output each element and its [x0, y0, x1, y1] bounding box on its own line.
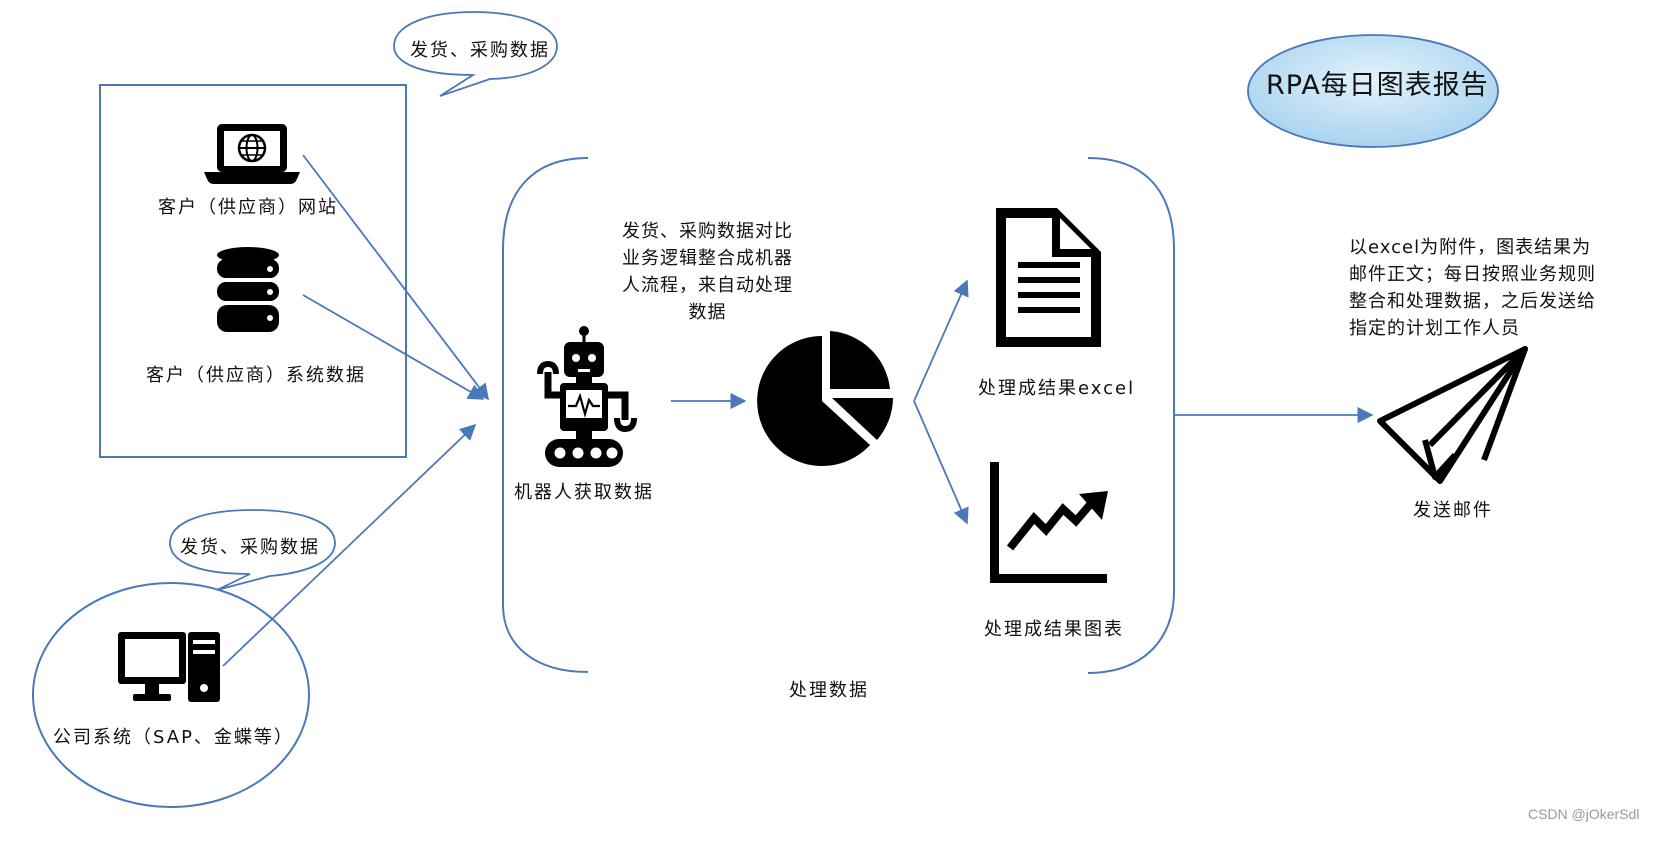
output-description: 以excel为附件，图表结果为 邮件正文；每日按照业务规则 整合和处理数据，之后… — [1349, 237, 1596, 339]
pie-chart-icon — [757, 331, 893, 466]
chart-result-label: 处理成结果图表 — [984, 619, 1124, 640]
arrow-website-to-robot — [302, 154, 489, 401]
system-data-label: 客户（供应商）系统数据 — [146, 365, 366, 386]
top-bubble-label: 发货、采购数据 — [410, 40, 550, 61]
bottom-speech-bubble — [169, 509, 336, 591]
company-system-ellipse — [32, 582, 310, 808]
processing-bracket-left — [502, 157, 589, 673]
processing-group-label: 处理数据 — [789, 680, 869, 701]
arrow-company-to-robot — [222, 423, 477, 667]
company-system-label: 公司系统（SAP、金蝶等） — [53, 727, 294, 748]
arrow-pie-to-chart — [913, 400, 969, 525]
arrow-database-to-robot — [302, 294, 485, 400]
laptop-globe-icon — [204, 124, 300, 184]
bottom-bubble-label: 发货、采购数据 — [180, 537, 320, 558]
database-icon — [217, 247, 279, 332]
send-email-label: 发送邮件 — [1413, 500, 1493, 521]
document-icon — [996, 208, 1101, 347]
excel-result-label: 处理成结果excel — [978, 378, 1136, 399]
title-ellipse — [1247, 34, 1499, 148]
source-group-box — [99, 84, 407, 458]
website-label: 客户（供应商）网站 — [158, 197, 338, 218]
process-description: 发货、采购数据对比 业务逻辑整合成机器 人流程，来自动处理 数据 — [622, 221, 793, 323]
watermark: CSDN @jOkerSdl — [1528, 806, 1640, 822]
robot-icon — [537, 326, 637, 467]
robot-label: 机器人获取数据 — [514, 482, 654, 503]
arrow-pie-to-excel — [913, 279, 969, 402]
top-speech-bubble — [393, 11, 558, 97]
desktop-computer-icon — [118, 632, 220, 702]
paper-plane-icon — [1377, 346, 1528, 484]
page-title: RPA每日图表报告 — [1266, 70, 1489, 101]
line-chart-icon — [990, 462, 1108, 583]
processing-bracket-right — [1087, 157, 1175, 674]
